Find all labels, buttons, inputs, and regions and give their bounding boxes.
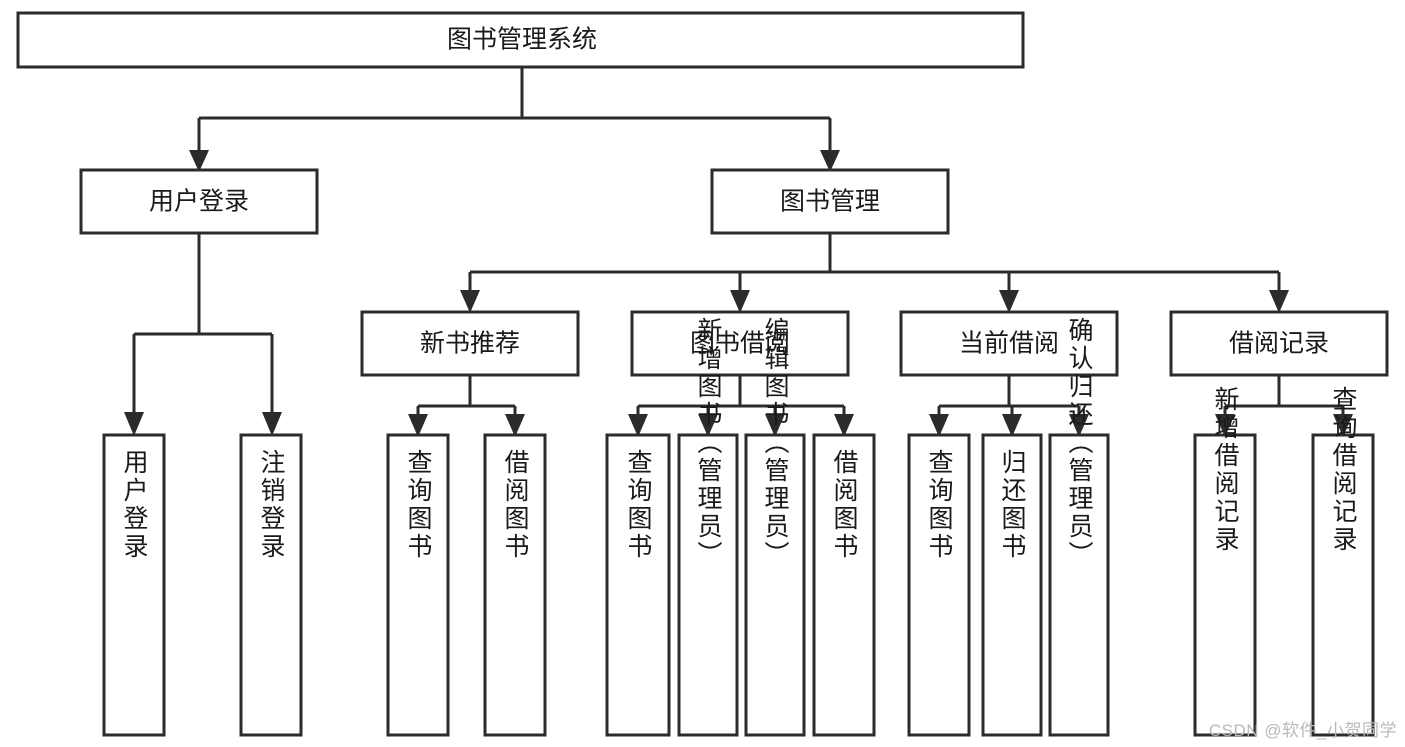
node-leaf-query-book-2[interactable]: 查询图书 (605, 433, 671, 737)
arrow-book-manage-to-new-book-rec (460, 290, 480, 313)
node-current-borrow[interactable]: 当前借阅 (899, 310, 1119, 377)
node-book-manage[interactable]: 图书管理 (710, 168, 950, 235)
node-leaf-confirm-return-label: 确认归还（管理员） (1065, 317, 1094, 569)
arrow-book-manage-to-book-borrow (730, 290, 750, 313)
arrow-root-to-user-login (189, 150, 209, 172)
node-current-borrow-label: 当前借阅 (959, 330, 1059, 358)
node-leaf-return-book-label: 归还图书 (998, 449, 1027, 561)
node-leaf-logout-label: 注销登录 (257, 449, 286, 561)
connectors-layer (124, 67, 1353, 437)
node-leaf-add-record[interactable]: 新增借阅记录 (1193, 386, 1257, 737)
node-book-manage-label: 图书管理 (780, 188, 880, 216)
node-leaf-add-book[interactable]: 新增图书（管理员） (677, 317, 739, 737)
node-leaf-query-book-1-label: 查询图书 (404, 449, 433, 561)
node-leaf-edit-book[interactable]: 编辑图书（管理员） (744, 317, 806, 737)
node-root-label: 图书管理系统 (447, 26, 597, 54)
node-leaf-borrow-book-2-label: 借阅图书 (830, 449, 859, 561)
arrow-borrow-record-to-leaf2 (1333, 414, 1353, 437)
arrow-new-book-rec-to-leaf2 (505, 414, 525, 437)
node-borrow-record[interactable]: 借阅记录 (1169, 310, 1389, 377)
arrow-root-to-book-manage (820, 150, 840, 172)
arrow-current-borrow-to-leaf2 (1002, 414, 1022, 437)
node-leaf-confirm-return[interactable]: 确认归还（管理员） (1048, 317, 1110, 737)
arrow-book-manage-to-borrow-record (1269, 290, 1289, 313)
node-leaf-user-login-label: 用户登录 (120, 449, 149, 561)
node-book-borrow-label: 图书借阅 (690, 330, 790, 358)
node-root[interactable]: 图书管理系统 (16, 11, 1025, 69)
arrow-book-manage-to-current-borrow (999, 290, 1019, 313)
arrow-user-login-to-leaf2 (262, 412, 282, 436)
arrow-current-borrow-to-leaf3 (1069, 414, 1089, 437)
node-leaf-user-login[interactable]: 用户登录 (102, 433, 166, 737)
arrow-new-book-rec-to-leaf1 (408, 414, 428, 437)
node-leaf-query-book-3-label: 查询图书 (925, 449, 954, 561)
node-leaf-logout[interactable]: 注销登录 (239, 433, 303, 737)
arrow-book-borrow-to-leaf2 (698, 414, 718, 437)
arrow-current-borrow-to-leaf1 (929, 414, 949, 437)
arrow-book-borrow-to-leaf3 (765, 414, 785, 437)
node-leaf-return-book[interactable]: 归还图书 (981, 433, 1043, 737)
csdn-watermark: CSDN @软件_小贺同学 (1208, 721, 1397, 740)
node-leaf-borrow-book-1-label: 借阅图书 (501, 449, 530, 561)
node-new-book-rec-label: 新书推荐 (420, 330, 520, 358)
arrow-borrow-record-to-leaf1 (1215, 414, 1235, 437)
node-leaf-query-record-label: 查询借阅记录 (1329, 386, 1358, 554)
node-leaf-query-book-3[interactable]: 查询图书 (907, 433, 971, 737)
node-book-borrow[interactable]: 图书借阅 (630, 310, 850, 377)
node-leaf-add-book-label: 新增图书（管理员） (694, 317, 723, 569)
node-user-login-label: 用户登录 (149, 188, 249, 216)
node-leaf-edit-book-label: 编辑图书（管理员） (761, 317, 790, 569)
arrow-user-login-to-leaf1 (124, 412, 144, 436)
node-leaf-add-record-label: 新增借阅记录 (1211, 386, 1240, 554)
node-leaf-query-book-1[interactable]: 查询图书 (386, 433, 450, 737)
node-new-book-rec[interactable]: 新书推荐 (360, 310, 580, 377)
node-user-login[interactable]: 用户登录 (79, 168, 319, 235)
node-leaf-query-book-2-label: 查询图书 (624, 449, 653, 561)
arrow-book-borrow-to-leaf1 (628, 414, 648, 437)
node-borrow-record-label: 借阅记录 (1229, 330, 1329, 358)
node-leaf-query-record[interactable]: 查询借阅记录 (1311, 386, 1375, 737)
node-leaf-borrow-book-2[interactable]: 借阅图书 (812, 433, 876, 737)
node-leaf-borrow-book-1[interactable]: 借阅图书 (483, 433, 547, 737)
arrow-book-borrow-to-leaf4 (834, 414, 854, 437)
nodes-layer: 图书管理系统 用户登录 图书管理 新书推荐 图书借阅 (16, 11, 1389, 737)
